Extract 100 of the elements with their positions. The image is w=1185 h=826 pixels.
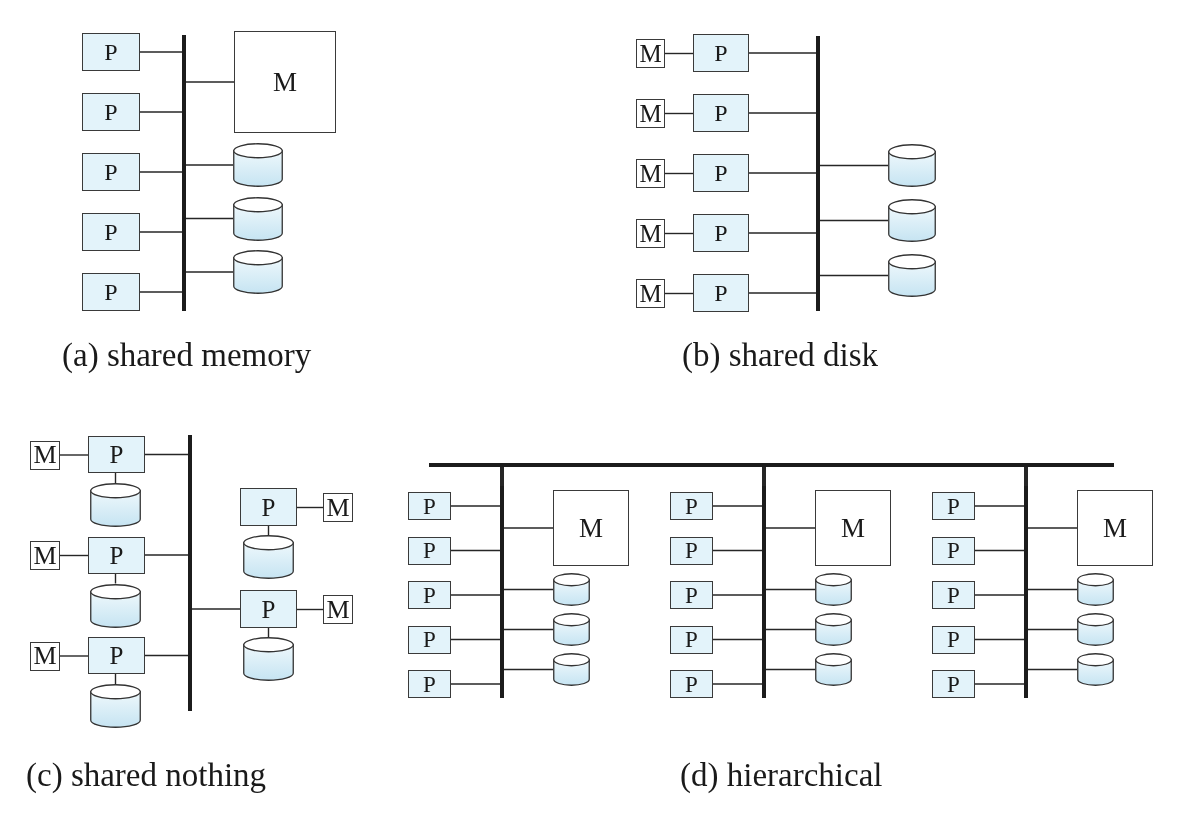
processor-box: P	[932, 581, 975, 609]
connector-line	[712, 683, 763, 685]
connector-line	[450, 594, 501, 596]
memory-box: M	[815, 490, 891, 566]
connector-line	[974, 505, 1025, 507]
connector-line	[185, 81, 235, 83]
connector-line	[185, 164, 234, 166]
memory-box: M	[636, 39, 665, 68]
connector-line	[765, 628, 816, 631]
processor-box: P	[693, 94, 749, 132]
disk-icon	[815, 653, 852, 686]
bus-bar	[1024, 486, 1028, 698]
connector-line	[139, 291, 183, 293]
connector-line	[1027, 527, 1078, 529]
connector-line	[450, 505, 501, 507]
connector-line	[503, 527, 554, 529]
memory-box: M	[323, 493, 353, 522]
connector-line	[144, 554, 189, 556]
connector-line	[139, 51, 183, 53]
connector-line	[139, 111, 183, 113]
connector-line	[296, 506, 324, 509]
processor-box: P	[408, 581, 451, 609]
connector-line	[450, 638, 501, 641]
connector-line	[185, 271, 234, 273]
processor-box: P	[82, 33, 140, 71]
connector-line	[765, 668, 816, 671]
disk-icon	[233, 196, 283, 241]
bus-bar	[500, 486, 504, 698]
memory-box: M	[30, 641, 60, 671]
processor-box: P	[670, 536, 713, 565]
processor-box: P	[932, 492, 975, 520]
connector-line	[139, 231, 183, 233]
connector-line	[144, 654, 189, 657]
processor-box: P	[670, 670, 713, 698]
processor-box: P	[693, 214, 749, 252]
connector-line	[296, 608, 324, 611]
connector-line	[144, 453, 189, 456]
processor-box: P	[932, 536, 975, 565]
connector-line	[819, 274, 889, 277]
disk-icon	[233, 143, 283, 187]
memory-box: M	[636, 219, 665, 248]
connector-line	[762, 467, 766, 486]
bus-bar	[182, 35, 186, 311]
connector-line	[819, 219, 889, 222]
connector-line	[765, 588, 816, 591]
connector-line	[59, 655, 89, 657]
bus-bar	[188, 435, 192, 711]
connector-line	[712, 505, 763, 507]
processor-box: P	[670, 625, 713, 654]
memory-box: M	[1077, 490, 1153, 566]
processor-box: P	[82, 273, 140, 311]
memory-box: M	[323, 595, 353, 624]
connector-line	[748, 232, 817, 234]
disk-icon	[90, 583, 141, 628]
processor-box: P	[408, 625, 451, 654]
bus-bar	[429, 463, 1114, 467]
processor-box: P	[88, 637, 145, 674]
processor-box: P	[408, 670, 451, 698]
processor-box: P	[240, 590, 297, 628]
disk-icon	[1077, 653, 1114, 686]
connector-line	[1027, 668, 1078, 671]
processor-box: P	[693, 34, 749, 72]
memory-box: M	[234, 31, 336, 133]
figure-caption: (a) shared memory	[62, 337, 312, 375]
processor-box: P	[670, 492, 713, 520]
processor-box: P	[408, 536, 451, 565]
disk-icon	[243, 637, 294, 681]
connector-line	[503, 668, 554, 671]
processor-box: P	[932, 670, 975, 698]
memory-box: M	[30, 541, 60, 570]
connector-line	[748, 52, 817, 54]
connector-line	[664, 172, 694, 175]
memory-box: M	[636, 159, 665, 188]
bus-bar	[816, 36, 820, 311]
connector-line	[1027, 628, 1078, 631]
disk-icon	[90, 483, 141, 527]
processor-box: P	[693, 274, 749, 312]
connector-line	[500, 467, 504, 486]
connector-line	[748, 112, 817, 114]
figure-caption: (c) shared nothing	[26, 757, 267, 795]
connector-line	[191, 608, 241, 610]
disk-icon	[90, 684, 141, 728]
connector-line	[185, 217, 234, 220]
connector-line	[748, 172, 817, 174]
disk-icon	[888, 144, 936, 187]
connector-line	[664, 292, 694, 295]
processor-box: P	[88, 536, 145, 574]
connector-line	[664, 232, 694, 235]
connector-line	[59, 454, 89, 456]
figure-caption: (b) shared disk	[682, 337, 879, 375]
processor-box: P	[693, 154, 749, 192]
processor-box: P	[670, 581, 713, 609]
connector-line	[712, 549, 763, 552]
connector-line	[1024, 467, 1028, 486]
connector-line	[712, 638, 763, 641]
connector-line	[664, 112, 694, 115]
connector-line	[712, 594, 763, 596]
connector-line	[974, 638, 1025, 641]
processor-box: P	[240, 488, 297, 526]
memory-box: M	[636, 99, 665, 128]
